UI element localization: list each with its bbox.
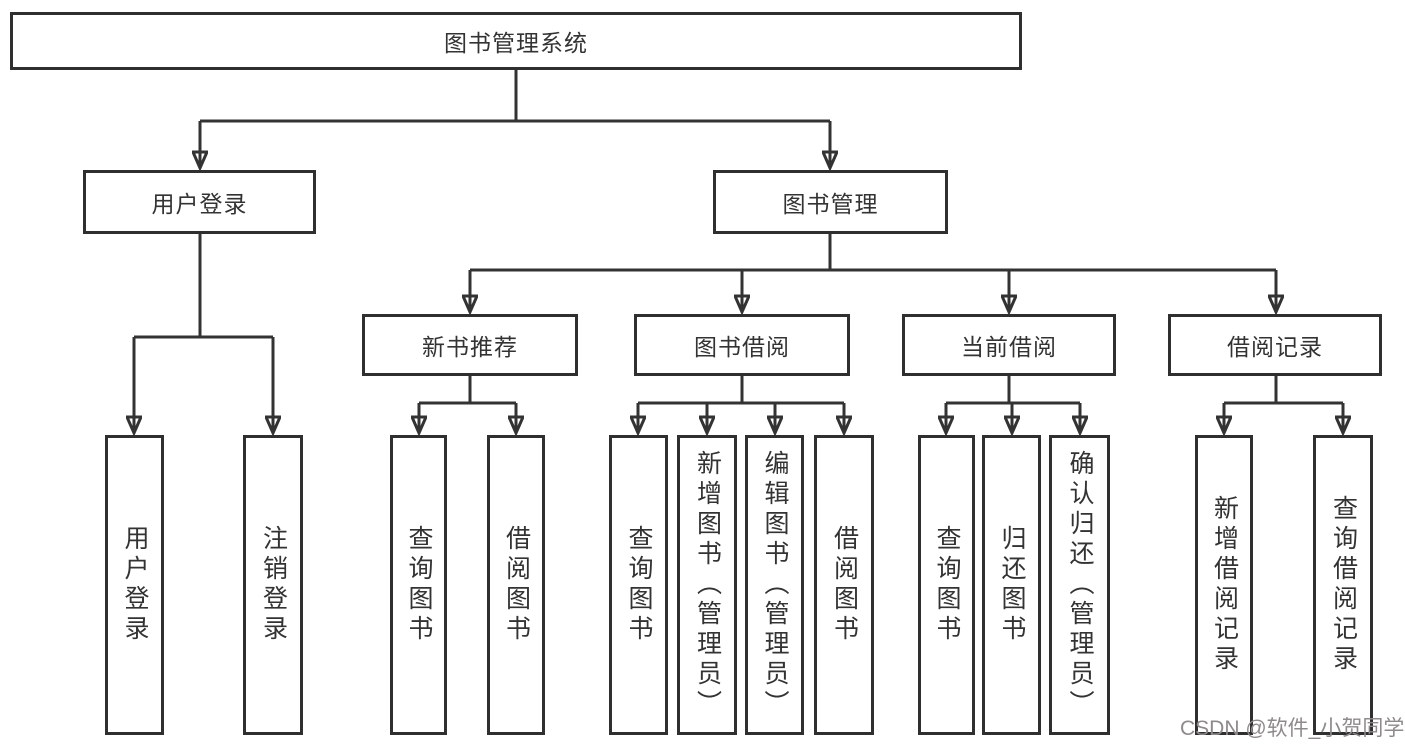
leaf-br-query-record: 查询借阅记录 <box>1313 435 1373 735</box>
leaf-bb-borrow-books-label: 借阅图书 <box>830 525 859 645</box>
leaf-cb-return-books-label: 归还图书 <box>998 525 1026 645</box>
leaf-logout: 注销登录 <box>243 435 303 735</box>
leaf-bb-query-books-label: 查询图书 <box>625 525 653 645</box>
leaf-cb-confirm-return-admin-label: 确认归还（管理员） <box>1066 450 1094 720</box>
leaf-bb-borrow-books: 借阅图书 <box>814 435 874 735</box>
node-new-book-rec: 新书推荐 <box>362 314 578 376</box>
leaf-nb-query-books: 查询图书 <box>390 435 447 735</box>
node-book-mgmt-branch: 图书管理 <box>713 170 948 234</box>
node-current-borrow: 当前借阅 <box>902 314 1116 376</box>
leaf-bb-add-books-admin: 新增图书（管理员） <box>677 435 737 735</box>
node-book-borrow-label: 图书借阅 <box>694 334 790 360</box>
leaf-br-query-record-label: 查询借阅记录 <box>1329 495 1358 675</box>
node-user-login-branch-label: 用户登录 <box>151 191 248 217</box>
leaf-user-login-label: 用户登录 <box>121 525 149 645</box>
leaf-bb-query-books: 查询图书 <box>609 435 668 735</box>
node-borrow-records-label: 借阅记录 <box>1227 334 1323 360</box>
node-root-library-system: 图书管理系统 <box>10 12 1022 70</box>
leaf-nb-query-books-label: 查询图书 <box>405 525 433 645</box>
node-user-login-branch: 用户登录 <box>83 170 316 234</box>
node-new-book-rec-label: 新书推荐 <box>422 334 518 360</box>
leaf-nb-borrow-books-label: 借阅图书 <box>502 525 531 645</box>
leaf-cb-query-books: 查询图书 <box>918 435 975 735</box>
node-book-mgmt-branch-label: 图书管理 <box>782 191 879 217</box>
leaf-cb-return-books: 归还图书 <box>982 435 1041 735</box>
leaf-user-login: 用户登录 <box>105 435 164 735</box>
node-borrow-records: 借阅记录 <box>1168 314 1382 376</box>
node-root-label: 图书管理系统 <box>444 30 588 56</box>
leaf-logout-label: 注销登录 <box>259 525 288 645</box>
leaf-bb-edit-books-admin: 编辑图书（管理员） <box>745 435 804 735</box>
leaf-br-add-record: 新增借阅记录 <box>1195 435 1253 735</box>
leaf-nb-borrow-books: 借阅图书 <box>487 435 545 735</box>
node-book-borrow: 图书借阅 <box>634 314 850 376</box>
node-current-borrow-label: 当前借阅 <box>961 334 1057 360</box>
leaf-br-add-record-label: 新增借阅记录 <box>1210 495 1239 675</box>
csdn-watermark: CSDN @软件_小贺同学 <box>1180 717 1405 740</box>
leaf-bb-edit-books-admin-label: 编辑图书（管理员） <box>761 450 789 720</box>
leaf-cb-query-books-label: 查询图书 <box>933 525 961 645</box>
leaf-cb-confirm-return-admin: 确认归还（管理员） <box>1049 435 1110 735</box>
leaf-bb-add-books-admin-label: 新增图书（管理员） <box>693 450 722 720</box>
